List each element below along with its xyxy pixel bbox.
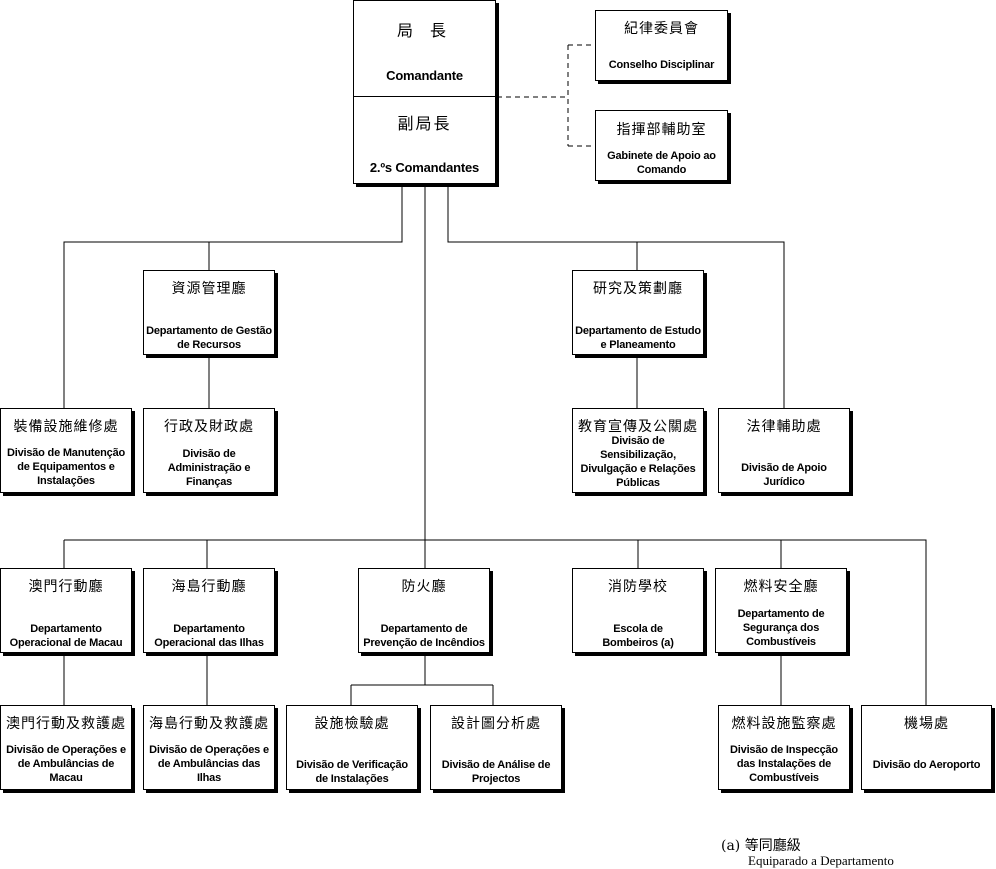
commandant-divider [354,96,495,97]
study-department-zh: 研究及策劃廳 [593,281,683,297]
macau-ambulance-division-pt: Divisão de Operações e de Ambulâncias de… [6,744,126,784]
awareness-division-pt: Divisão de Sensibilização, Divulgação e … [580,435,696,489]
study-department-box: 研究及策劃廳 Departamento de Estudo e Planeame… [572,270,704,355]
fuel-inspection-division-pt: Divisão de Inspecção das Instalações de … [730,744,838,784]
fire-prevention-department-pt: Departamento de Prevenção de Incêndios [363,623,485,649]
fuel-inspection-division-box: 燃料設施監察處 Divisão de Inspecção das Instala… [718,705,850,790]
connector-advisory-dashed [497,44,595,147]
deputy-title-pt: 2.ºs Comandantes [369,160,480,175]
projects-division-box: 設計圖分析處 Divisão de Análise de Projectos [430,705,562,790]
admin-finance-division-zh: 行政及財政處 [164,419,254,435]
macau-ambulance-division-box: 澳門行動及救護處 Divisão de Operações e de Ambul… [0,705,132,790]
fuel-inspection-division-zh: 燃料設施監察處 [731,716,837,732]
projects-division-zh: 設計圖分析處 [451,716,541,732]
fuel-safety-department-box: 燃料安全廳 Departamento de Segurança dos Comb… [715,568,847,653]
macau-operations-department-box: 澳門行動廳 Departamento Operacional de Macau [0,568,132,653]
airport-division-zh: 機場處 [904,716,949,732]
resources-department-pt: Departamento de Gestão de Recursos [146,325,272,351]
fire-school-pt: Escola de Bombeiros (a) [602,623,674,649]
islands-ambulance-division-zh: 海島行動及救護處 [149,716,269,732]
islands-operations-department-box: 海島行動廳 Departamento Operacional das Ilhas [143,568,275,653]
verification-division-zh: 設施檢驗處 [314,716,390,732]
airport-division-box: 機場處 Divisão do Aeroporto [861,705,992,790]
islands-operations-department-pt: Departamento Operacional das Ilhas [154,623,264,649]
fire-prevention-department-zh: 防火廳 [401,579,447,595]
connector-right-branch [447,185,785,408]
footnote-pt: Equiparado a Departamento [748,853,894,868]
discipline-council-box: 紀律委員會 Conselho Disciplinar [595,10,728,81]
footnote-zh: (a) 等同廳級 [721,838,801,854]
fire-prevention-department-box: 防火廳 Departamento de Prevenção de Incêndi… [358,568,490,653]
macau-operations-department-zh: 澳門行動廳 [28,579,104,595]
connector-left-branch [63,185,403,408]
discipline-council-zh: 紀律委員會 [624,21,699,37]
islands-ambulance-division-box: 海島行動及救護處 Divisão de Operações e de Ambul… [143,705,275,790]
projects-division-pt: Divisão de Análise de Projectos [441,759,551,785]
admin-finance-division-pt: Divisão de Administração e Finanças [167,448,251,488]
command-support-office-pt: Gabinete de Apoio ao Comando [607,150,716,176]
connector-prevention-divisions [350,653,494,705]
islands-ambulance-division-pt: Divisão de Operações e de Ambulâncias da… [149,744,269,784]
macau-ambulance-division-zh: 澳門行動及救護處 [6,716,126,732]
awareness-division-box: 教育宣傳及公關處 Divisão de Sensibilização, Divu… [572,408,704,493]
fuel-safety-department-zh: 燃料安全廳 [743,579,819,595]
command-support-office-zh: 指揮部輔助室 [616,122,707,138]
connector-operations-bus [64,539,927,705]
islands-operations-department-zh: 海島行動廳 [171,579,247,595]
study-department-pt: Departamento de Estudo e Planeamento [575,325,701,351]
discipline-council-pt: Conselho Disciplinar [608,59,715,71]
commandant-title-pt: Comandante [386,68,463,83]
maintenance-division-box: 裝備設施維修處 Divisão de Manutenção de Equipam… [0,408,132,493]
command-support-office-box: 指揮部輔助室 Gabinete de Apoio ao Comando [595,110,728,181]
legal-division-pt: Divisão de Apoio Jurídico [741,462,827,488]
fuel-safety-department-pt: Departamento de Segurança dos Combustíve… [737,608,825,648]
airport-division-pt: Divisão do Aeroporto [872,759,981,771]
resources-department-box: 資源管理廳 Departamento de Gestão de Recursos [143,270,275,355]
legal-division-box: 法律輔助處 Divisão de Apoio Jurídico [718,408,850,493]
awareness-division-zh: 教育宣傳及公關處 [578,419,698,435]
commandant-title-zh: 局 長 [396,21,453,40]
fire-school-box: 消防學校 Escola de Bombeiros (a) [572,568,704,653]
maintenance-division-pt: Divisão de Manutenção de Equipamentos e … [6,447,126,487]
verification-division-box: 設施檢驗處 Divisão de Verificação de Instalaç… [286,705,418,790]
macau-operations-department-pt: Departamento Operacional de Macau [9,623,123,649]
commandant-box: 局 長 Comandante 副局長 2.ºs Comandantes [353,0,496,184]
admin-finance-division-box: 行政及財政處 Divisão de Administração e Finanç… [143,408,275,493]
maintenance-division-zh: 裝備設施維修處 [13,419,119,435]
fire-school-zh: 消防學校 [608,579,668,595]
verification-division-pt: Divisão de Verificação de Instalações [296,759,408,785]
resources-department-zh: 資源管理廳 [171,281,247,297]
legal-division-zh: 法律輔助處 [746,419,822,435]
deputy-title-zh: 副局長 [397,114,452,133]
